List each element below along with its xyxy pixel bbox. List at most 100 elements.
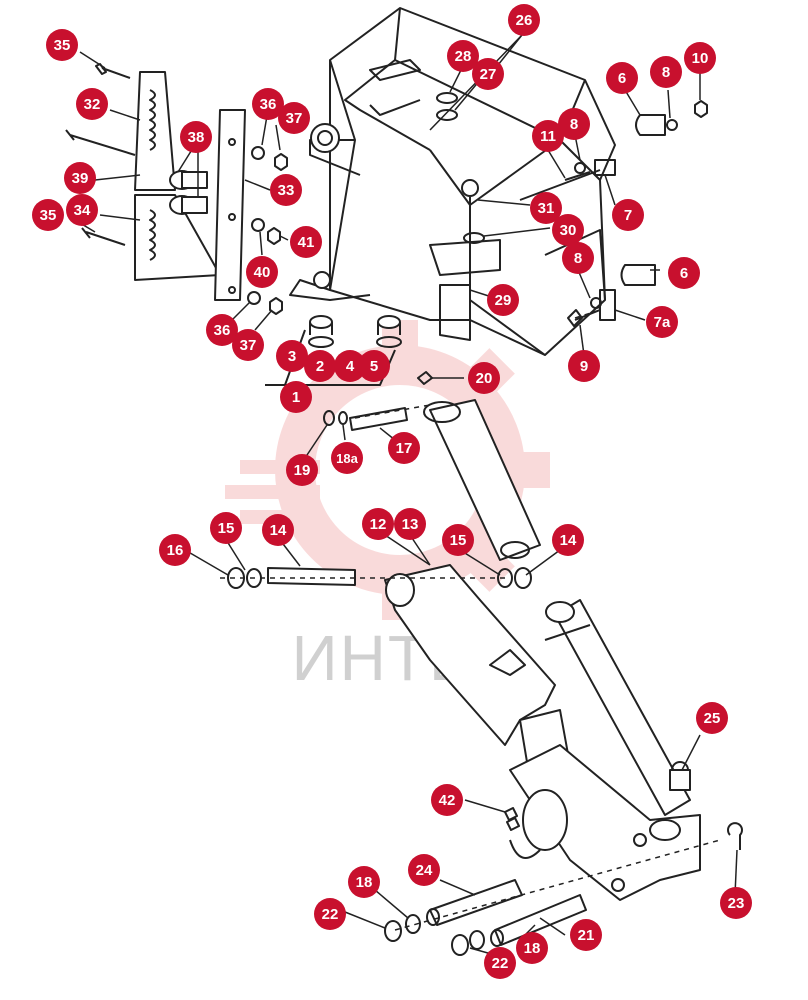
ring-18-lower	[469, 930, 485, 950]
callout-badge	[606, 62, 638, 94]
callout-label: 7	[624, 207, 632, 224]
washer-8-top	[666, 119, 678, 131]
callout-c26: 26	[508, 4, 540, 36]
callout-label: 37	[286, 110, 303, 127]
lower-bracket	[509, 744, 701, 901]
callout-badge	[532, 120, 564, 152]
callout-badge	[304, 350, 336, 382]
callout-label: 23	[728, 895, 745, 912]
callout-c35b: 35	[32, 199, 64, 231]
nut-10	[694, 100, 708, 118]
callout-c22b: 22	[484, 947, 516, 979]
callout-c12: 12	[362, 508, 394, 540]
bushing-27	[436, 109, 458, 121]
callout-label: 14	[270, 522, 287, 539]
callout-badge	[246, 256, 278, 288]
callout-badge	[558, 108, 590, 140]
callout-c9: 9	[568, 350, 600, 382]
clip-6-upper	[635, 114, 666, 136]
callout-c27: 27	[472, 58, 504, 90]
callout-label: 18	[356, 874, 373, 891]
callout-label: 18a	[336, 451, 358, 466]
callout-badge	[348, 866, 380, 898]
callout-badge	[442, 524, 474, 556]
bushing-4	[377, 315, 401, 329]
callout-label: 35	[54, 37, 71, 54]
callout-c2: 2	[304, 350, 336, 382]
callout-c32: 32	[76, 88, 108, 120]
washer-18a	[338, 411, 348, 425]
callout-c15b: 15	[442, 524, 474, 556]
cylinder-tube	[429, 399, 541, 561]
callout-badge	[612, 199, 644, 231]
callout-badge	[290, 226, 322, 258]
callout-badge	[270, 174, 302, 206]
callout-c7a: 7a	[646, 306, 678, 338]
pin-24	[429, 879, 523, 926]
callout-label: 36	[260, 96, 277, 113]
callout-badge	[408, 854, 440, 886]
pin-21-end	[490, 929, 504, 947]
bolt-39	[65, 129, 136, 156]
pin-14-left	[267, 567, 356, 586]
callout-badge	[210, 512, 242, 544]
callout-c23: 23	[720, 887, 752, 919]
callout-c6b: 6	[668, 257, 700, 289]
callout-c8c: 8	[562, 242, 594, 274]
callout-c19: 19	[286, 454, 318, 486]
callout-badge	[468, 362, 500, 394]
callout-label: 7a	[654, 314, 671, 331]
callout-c18b: 18	[348, 866, 380, 898]
callout-badge	[570, 919, 602, 951]
callout-c4: 4	[334, 350, 366, 382]
callout-label: 16	[167, 542, 184, 559]
callout-badge	[696, 702, 728, 734]
callout-label: 40	[254, 264, 271, 281]
callout-label: 14	[560, 532, 577, 549]
callout-badge	[487, 284, 519, 316]
callout-c29: 29	[487, 284, 519, 316]
callout-label: 19	[294, 462, 311, 479]
callout-badge	[252, 88, 284, 120]
callout-badge	[358, 350, 390, 382]
callout-label: 6	[618, 70, 626, 87]
washer-36-lower	[247, 291, 261, 305]
callout-badge	[286, 454, 318, 486]
washer-8-lower	[590, 297, 602, 309]
bushing-5	[376, 336, 402, 348]
callout-c28: 28	[447, 40, 479, 72]
callout-c37b: 37	[232, 329, 264, 361]
bushing-3-body	[309, 322, 333, 335]
callout-label: 30	[560, 222, 577, 239]
callout-c41: 41	[290, 226, 322, 258]
pin-7	[594, 159, 616, 176]
callout-badge	[552, 524, 584, 556]
washer-36-upper	[251, 146, 265, 160]
callout-badge	[32, 199, 64, 231]
callout-label: 29	[495, 292, 512, 309]
callout-c20: 20	[468, 362, 500, 394]
bolt-35-upper	[95, 63, 131, 79]
callout-label: 4	[346, 358, 355, 375]
callout-badge	[516, 932, 548, 964]
callout-c8b: 8	[558, 108, 590, 140]
ring-22-upper	[384, 920, 402, 942]
chain-link-42	[504, 807, 520, 831]
callout-label: 35	[40, 207, 57, 224]
callout-badge	[66, 194, 98, 226]
callout-badge	[232, 329, 264, 361]
callout-c33: 33	[270, 174, 302, 206]
callout-badge	[314, 898, 346, 930]
callout-badge	[720, 887, 752, 919]
callout-label: 9	[580, 358, 588, 375]
callout-label: 12	[370, 516, 387, 533]
callout-badge	[64, 162, 96, 194]
callout-badge	[568, 350, 600, 382]
strut	[544, 599, 691, 816]
callout-c39: 39	[64, 162, 96, 194]
ring-14-right	[514, 567, 532, 589]
callout-badge	[447, 40, 479, 72]
callout-badge	[508, 4, 540, 36]
pin-24-end	[426, 908, 440, 926]
